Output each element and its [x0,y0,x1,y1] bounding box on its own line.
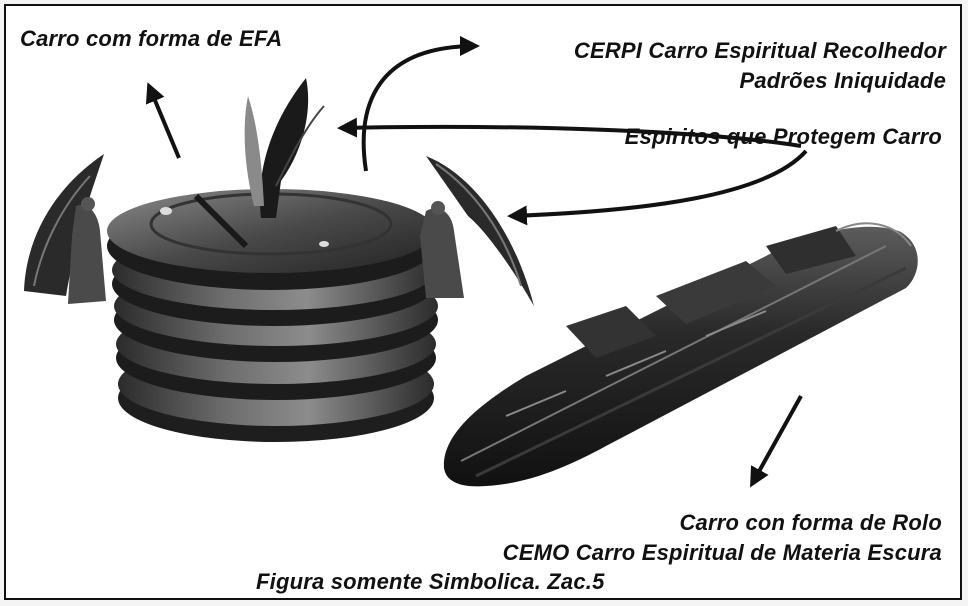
winged-spirit-left [24,154,106,304]
illustration-canvas [24,36,918,488]
efa-car [107,189,438,442]
arrow-efa [145,82,181,159]
label-cerpi-line1: CERPI Carro Espiritual Recolhedor [573,38,946,63]
label-rolo: Carro con forma de Rolo [679,510,942,535]
label-spirits: Espiritos que Protegem Carro [624,124,942,149]
label-cemo: CEMO Carro Espiritual de Materia Escura [502,540,942,565]
wing-icon [244,78,325,218]
label-efa-car: Carro com forma de EFA [20,26,283,51]
arrow-spirits-right [507,149,808,226]
rolo-car [443,222,918,487]
caption: Figura somente Simbolica. Zac.5 [256,569,605,594]
figure-frame: Carro com forma de EFA CERPI Carro Espir… [4,4,962,600]
arrow-cerpi [361,36,480,172]
arrow-rolo [750,395,803,488]
arrow-spirits-wing [337,117,802,148]
label-cerpi-line2: Padrões Iniquidade [739,68,946,93]
winged-spirit-right [420,156,534,306]
